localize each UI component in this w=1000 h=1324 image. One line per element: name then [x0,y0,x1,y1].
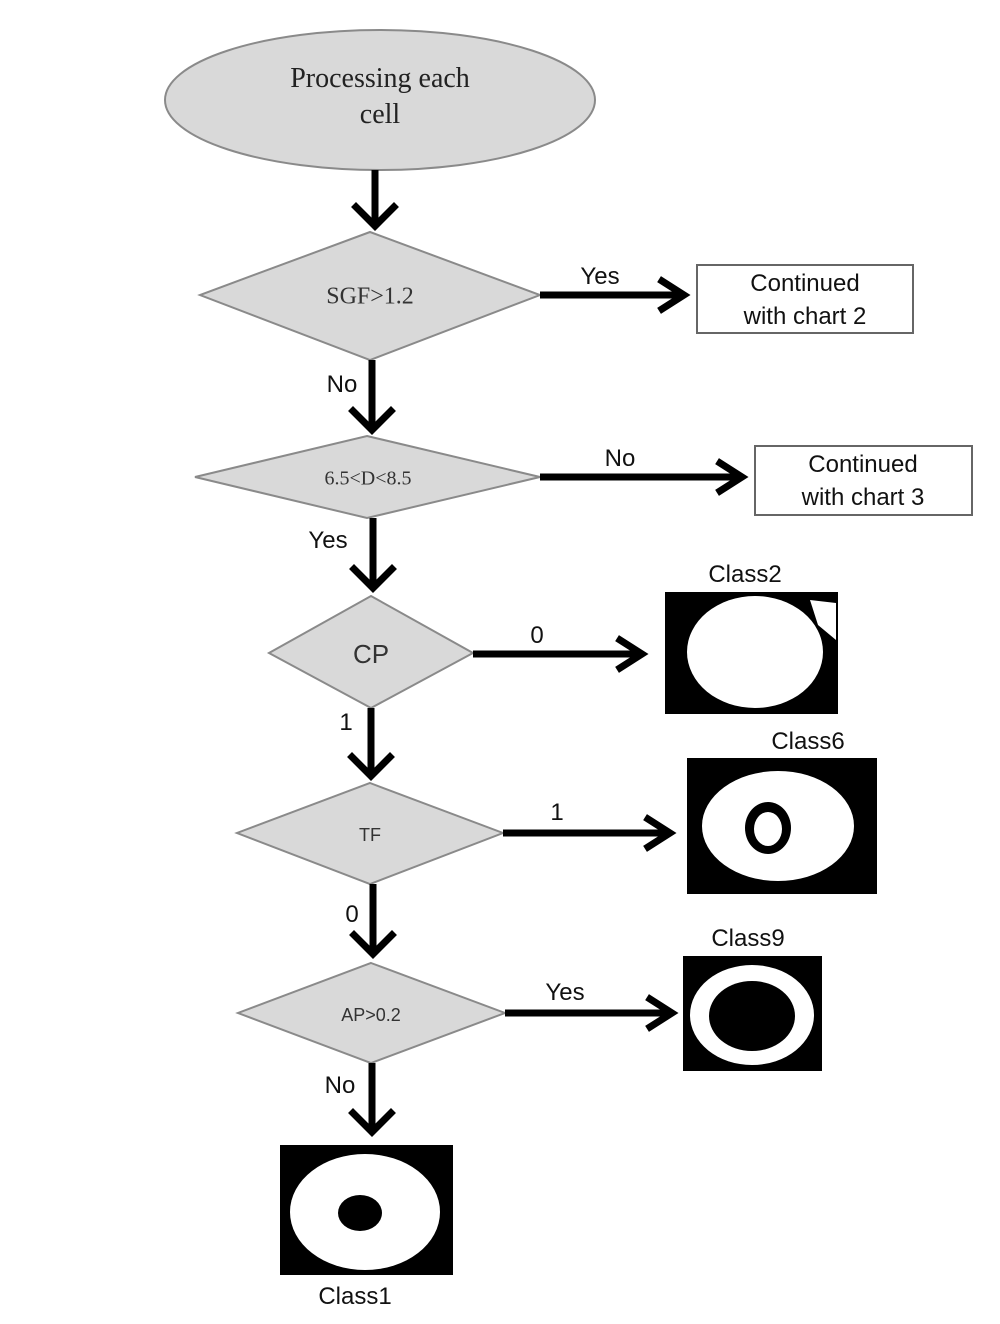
class6-label: Class6 [771,728,844,755]
arrowhead [643,814,677,852]
decision-ap: AP>0.2 [235,961,508,1065]
edge-label-ap-yes: Yes [545,979,584,1006]
class9-label: Class9 [711,925,784,952]
arrowhead [715,458,749,496]
arrowhead [347,752,395,781]
arrowhead [349,564,397,593]
arrowhead [645,994,679,1032]
start-node: Processing each cell [164,29,596,171]
continued-chart3-line1: Continued [808,451,917,478]
edge-label-sgf-yes: Yes [580,263,619,290]
edge-label-d-yes: Yes [308,527,347,554]
arrowhead [615,635,649,673]
arrowhead [351,202,399,231]
decision-cp: CP [266,594,476,710]
decision-d-label: 6.5<D<8.5 [324,468,411,490]
class1-label: Class1 [318,1283,391,1310]
continued-chart2-box: Continued with chart 2 [696,264,914,334]
class9-cell-image [683,956,822,1071]
class2-cell-image [665,592,838,714]
class1-cell-image [280,1145,453,1275]
decision-tf-label: TF [359,825,381,845]
decision-d: 6.5<D<8.5 [194,434,541,520]
arrowhead [348,406,396,435]
continued-chart3-line2: with chart 3 [801,484,925,511]
edge-label-cp-0: 0 [530,622,543,649]
start-label-line2: cell [360,99,401,130]
arrowhead [657,276,691,314]
edge-label-sgf-no: No [327,371,358,398]
continued-chart2-line1: Continued [750,270,859,297]
arrowhead [349,930,397,959]
decision-cp-label: CP [353,639,389,669]
decision-ap-label: AP>0.2 [341,1005,401,1025]
decision-sgf: SGF>1.2 [197,230,543,362]
edge-label-cp-1: 1 [339,709,352,736]
edge-label-tf-0: 0 [345,901,358,928]
class6-cell-image [687,758,877,894]
edge-label-ap-no: No [325,1072,356,1099]
decision-sgf-label: SGF>1.2 [326,284,414,310]
arrowhead [348,1108,396,1137]
start-label-line1: Processing each [290,63,470,94]
edge-label-tf-1: 1 [550,799,563,826]
class2-label: Class2 [708,561,781,588]
continued-chart3-box: Continued with chart 3 [754,445,973,516]
edge-label-d-no: No [605,445,636,472]
continued-chart2-line2: with chart 2 [743,303,867,330]
decision-tf: TF [234,781,506,886]
